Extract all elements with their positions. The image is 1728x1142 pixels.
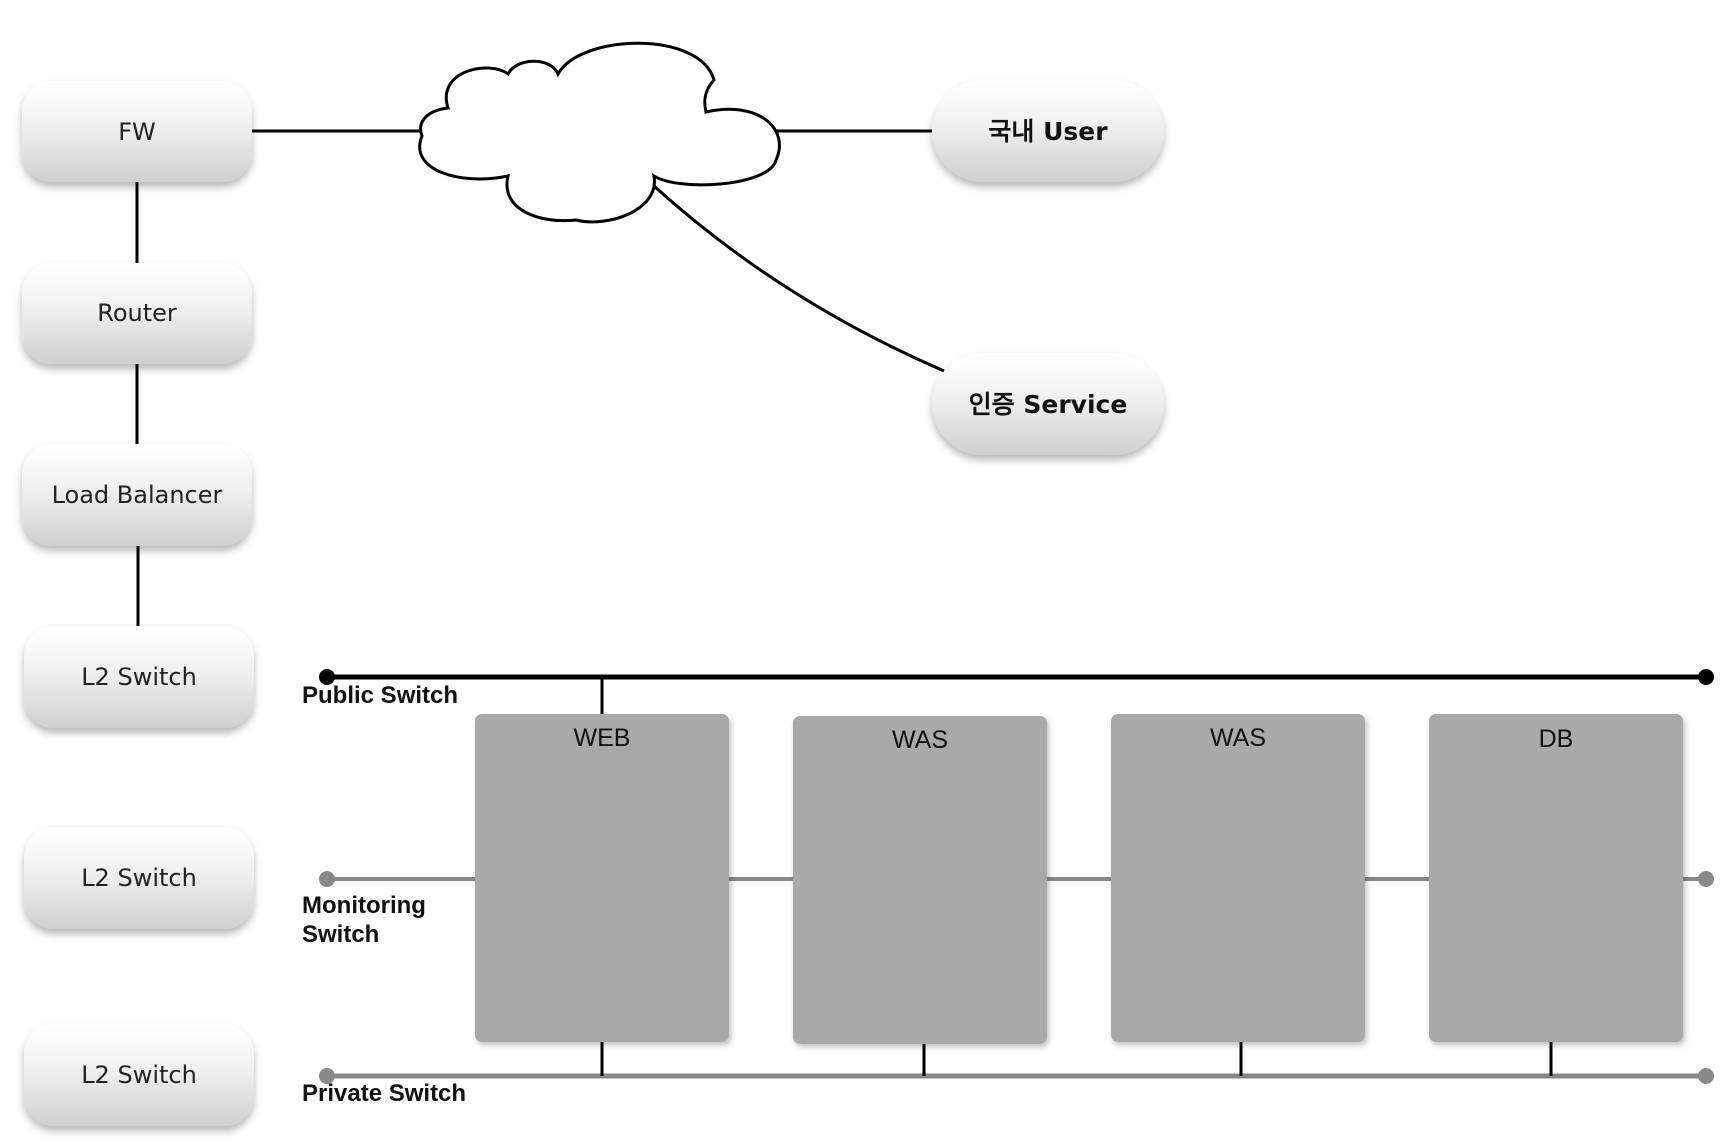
public-bus-left-node	[319, 669, 335, 685]
private-bus-left-node	[319, 1068, 335, 1084]
server-was-2[interactable]: WAS	[1111, 714, 1365, 1042]
device-router-label: Router	[97, 299, 177, 327]
endpoint-auth-service-label: 인증 Service	[969, 390, 1128, 419]
private-switch-label: Private Switch	[302, 1080, 466, 1107]
server-db-label: DB	[1539, 725, 1574, 753]
server-web-label: WEB	[574, 724, 631, 752]
device-load-balancer[interactable]: Load Balancer	[22, 444, 252, 546]
device-router[interactable]: Router	[22, 263, 252, 364]
monitoring-switch-label-line1: Monitoring	[302, 892, 426, 919]
monitoring-switch-label-line2: Switch	[302, 921, 379, 948]
device-l2-switch-monitoring-label: L2 Switch	[81, 864, 197, 892]
device-load-balancer-label: Load Balancer	[52, 481, 223, 509]
endpoint-domestic-user[interactable]: 국내 User	[932, 80, 1164, 182]
internet-links	[252, 129, 945, 373]
monitoring-bus-left-node	[319, 871, 335, 887]
endpoint-domestic-user-label: 국내 User	[988, 117, 1108, 146]
server-was-2-label: WAS	[1210, 724, 1266, 752]
public-switch-label: Public Switch	[302, 682, 458, 709]
server-was-1[interactable]: WAS	[793, 716, 1047, 1044]
server-links	[600, 677, 1553, 1076]
device-chain-connectors	[135, 182, 140, 626]
device-l2-switch-private-label: L2 Switch	[81, 1061, 197, 1089]
server-was-1-label: WAS	[892, 726, 948, 754]
device-l2-switch-monitoring[interactable]: L2 Switch	[24, 827, 254, 929]
server-web[interactable]: WEB	[475, 714, 729, 1042]
device-fw-label: FW	[118, 118, 156, 146]
public-bus-right-node	[1698, 669, 1714, 685]
private-bus-right-node	[1698, 1068, 1714, 1084]
server-db[interactable]: DB	[1429, 714, 1683, 1042]
internet-cloud-icon	[418, 41, 781, 224]
endpoint-auth-service[interactable]: 인증 Service	[932, 353, 1164, 455]
device-l2-switch-public[interactable]: L2 Switch	[24, 626, 254, 728]
public-switch-bus	[319, 669, 1714, 685]
device-fw[interactable]: FW	[22, 81, 252, 182]
device-l2-switch-private[interactable]: L2 Switch	[24, 1024, 254, 1126]
monitoring-bus-right-node	[1698, 871, 1714, 887]
cloud-auth-link	[652, 184, 945, 373]
private-switch-bus	[319, 1068, 1714, 1084]
device-l2-switch-public-label: L2 Switch	[81, 663, 197, 691]
